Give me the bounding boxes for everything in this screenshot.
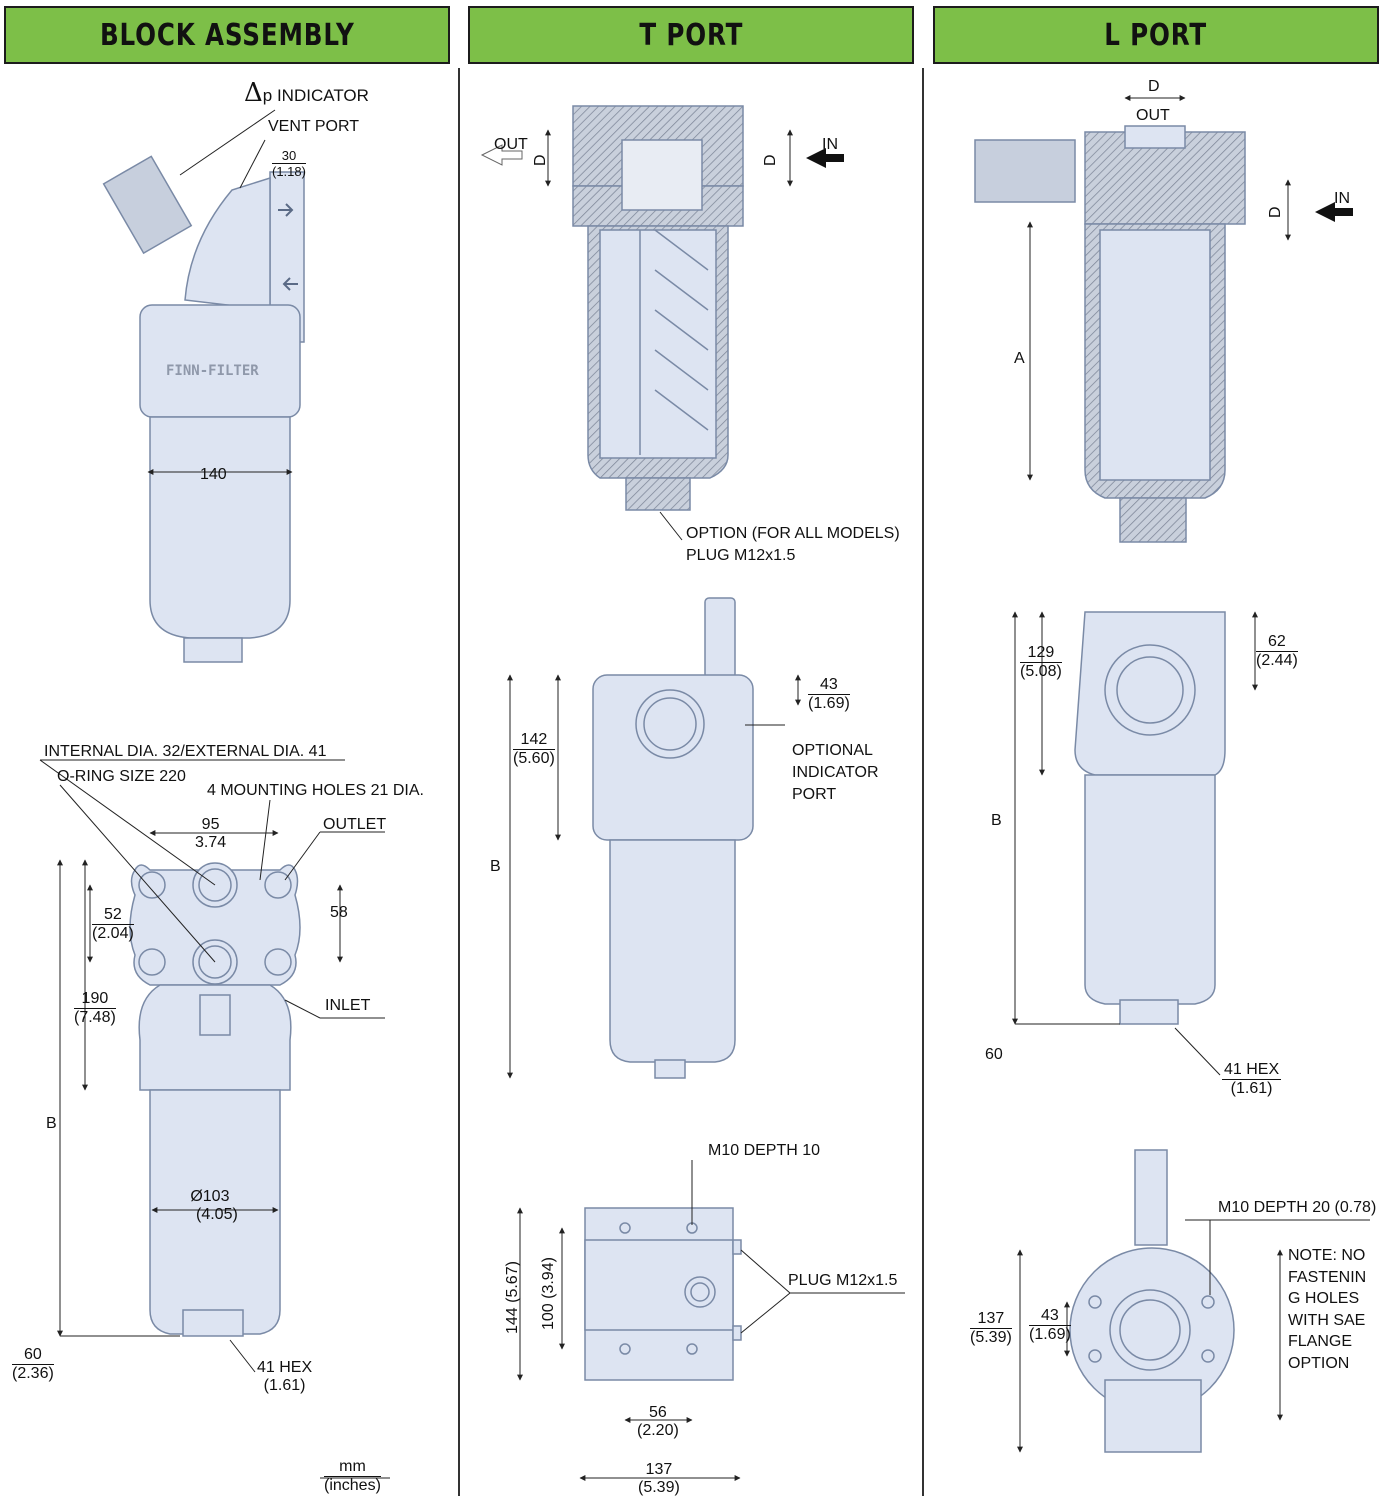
lport-in-arrow-icon [1315,202,1353,222]
internal-dia-label: INTERNAL DIA. 32/EXTERNAL DIA. 41 [44,743,327,760]
lport-dim-B: B [991,812,1002,829]
lport-dim-129: 129(5.08) [1020,644,1062,680]
lport-out-label: OUT [1136,107,1170,124]
lport-m10-label: M10 DEPTH 20 (0.78) [1218,1199,1377,1216]
tport-out-arrow-icon [480,144,523,166]
tport-front-view [592,597,754,1079]
tport-dim-43: 43(1.69) [808,676,850,712]
tport-optional-indicator-label: OPTIONAL INDICATOR PORT [792,742,879,803]
lport-D-top: D [1148,78,1160,95]
tport-bottom-view [584,1207,742,1381]
header-t-port: T PORT [468,6,914,64]
tport-m10-label: M10 DEPTH 10 [708,1142,821,1159]
lport-section-view [974,125,1246,543]
units-legend: mm(inches) [324,1458,381,1494]
hex-41-block: 41 HEX(1.61) [257,1359,313,1394]
dim-58: 58 [330,904,348,921]
lport-note: NOTE: NO FASTENIN G HOLES WITH SAE FLANG… [1288,1247,1367,1372]
dim-140: 140 [200,466,227,483]
tport-D-left: D [532,154,549,166]
column-divider-2 [922,68,924,1496]
lport-in-label: IN [1334,190,1350,207]
tport-dim-B: B [490,858,501,875]
tport-section-view [572,105,744,511]
lport-dim-137: 137(5.39) [970,1310,1012,1346]
tport-dim-142: 142(5.60) [513,731,555,767]
flow-arrows [480,144,1353,222]
tport-dim-56: 56(2.20) [637,1404,679,1439]
lport-dim-62: 62(2.44) [1256,633,1298,669]
tport-dim-144: 144 (5.67) [504,1261,521,1334]
header-block-assembly: BLOCK ASSEMBLY [4,6,450,64]
tport-in-label: IN [822,136,838,153]
tport-dim-100: 100 (3.94) [540,1257,557,1330]
block-side-view [102,155,305,663]
lport-dim-43: 43(1.69) [1029,1307,1071,1343]
dim-60-block: 60(2.36) [12,1346,54,1382]
tport-in-arrow-icon [806,148,844,168]
oring-label: O-RING SIZE 220 [57,768,186,785]
lport-front-view [1074,611,1226,1025]
tport-dim-137: 137(5.39) [638,1461,680,1496]
dim-190: 190(7.48) [74,990,116,1026]
dim-B-block: B [46,1115,57,1132]
block-front-view [129,862,301,1337]
lport-hex-41: 41 HEX(1.61) [1222,1061,1282,1097]
tport-option-label-1: OPTION (FOR ALL MODELS) [686,525,900,542]
inlet-label: INLET [325,997,371,1014]
mounting-holes-label: 4 MOUNTING HOLES 21 DIA. [207,782,424,799]
dim-dia-103: Ø103(4.05) [190,1188,238,1223]
lport-D-right: D [1267,206,1284,218]
column-divider-1 [458,68,460,1496]
dim-30: 30(1.18) [272,148,306,179]
tport-option-label-2: PLUG M12x1.5 [686,547,796,564]
tport-out-label: OUT [494,136,528,153]
outlet-label: OUTLET [323,816,387,833]
lport-bottom-view [1069,1149,1235,1453]
header-l-port: L PORT [933,6,1379,64]
tport-D-right: D [762,154,779,166]
delta-symbol: Δ [244,78,263,108]
finn-filter-logo: FINN-FILTER [166,363,259,379]
vent-port-label: VENT PORT [268,118,359,135]
lport-dim-A: A [1014,350,1025,367]
tport-plug-label: PLUG M12x1.5 [788,1272,898,1289]
dp-indicator-label: Δp INDICATOR [244,78,369,108]
dim-52: 52(2.04) [92,906,134,942]
lport-dim-60: 60 [985,1046,1003,1063]
